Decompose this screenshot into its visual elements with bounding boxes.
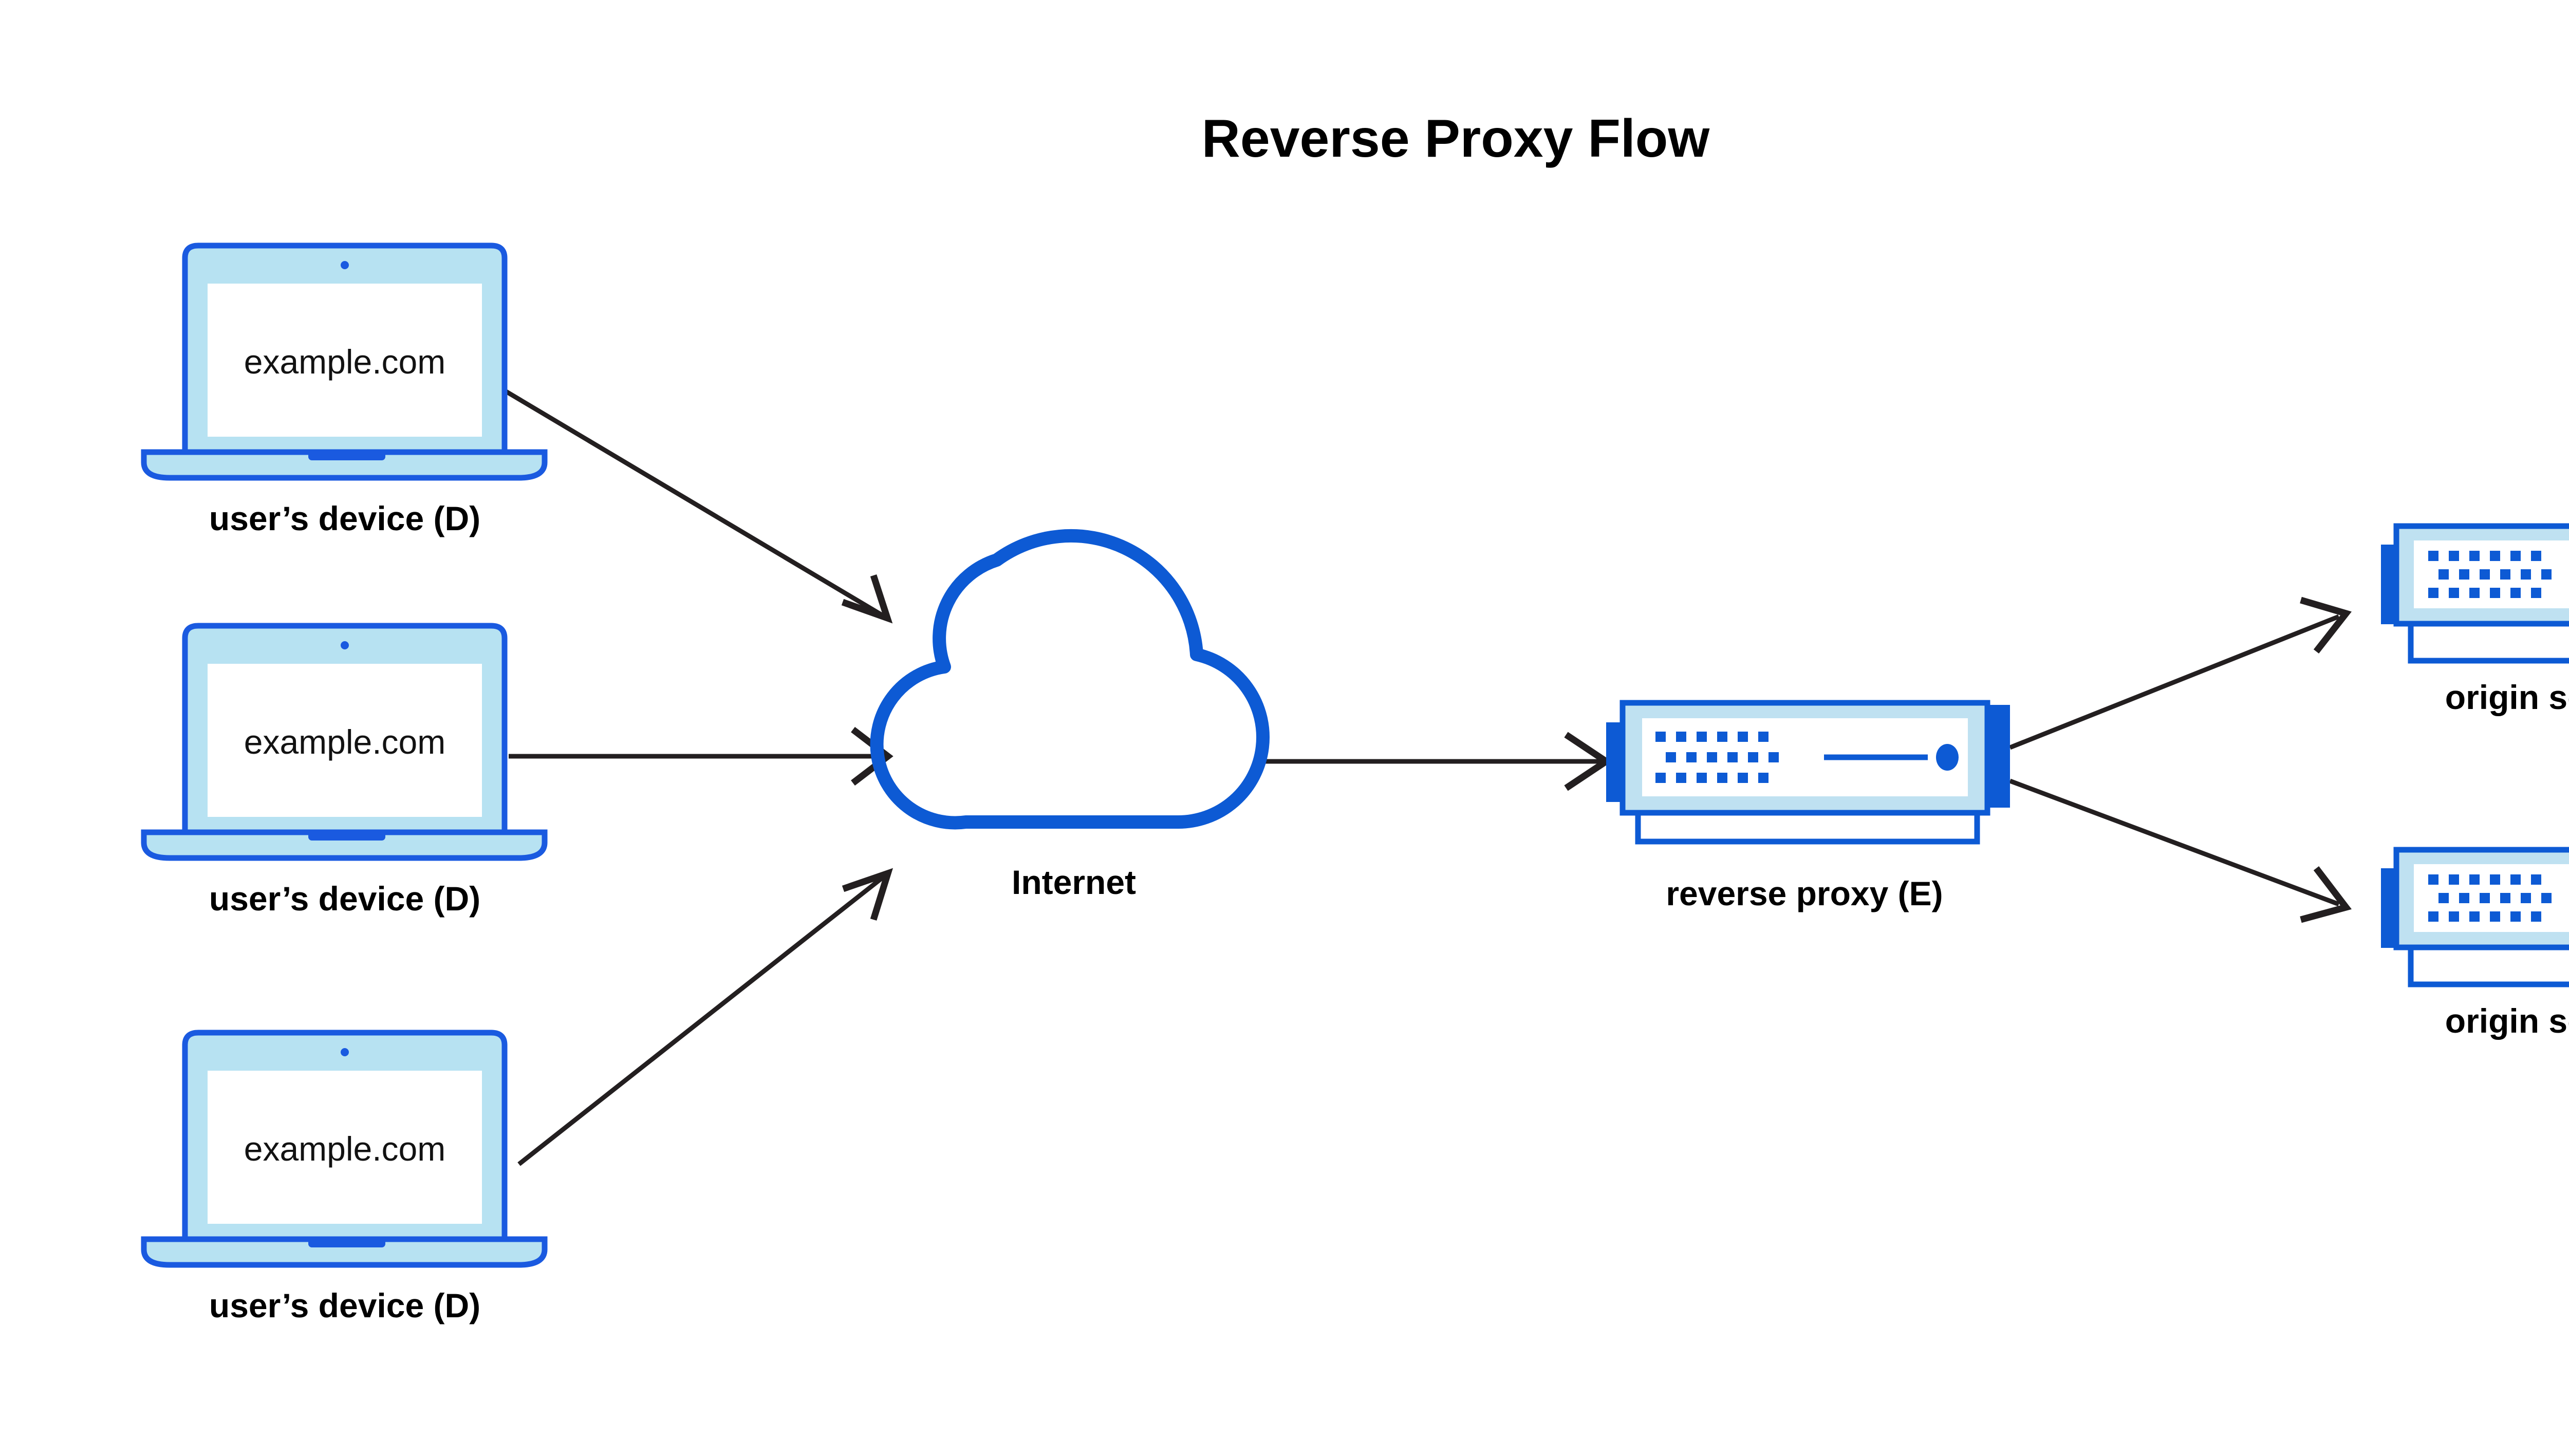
node-client-bottom[interactable]: example.com user’s device (D) (141, 1030, 548, 1324)
node-origin-top[interactable]: origin server (F) (2381, 523, 2569, 716)
origin-top-label: origin server (F) (2445, 678, 2569, 716)
node-client-top[interactable]: example.com user’s device (D) (141, 242, 548, 537)
node-client-middle[interactable]: example.com user’s device (D) (141, 623, 548, 918)
page-title: Reverse Proxy Flow (1202, 109, 1710, 169)
internet-label: Internet (1012, 863, 1136, 901)
edge-client-bottom-to-internet (517, 868, 893, 1166)
server-dot-grid (2428, 874, 2552, 922)
edge-client-top-to-internet (505, 389, 893, 624)
client-top-label: user’s device (D) (209, 499, 480, 537)
edge-reverse-proxy-to-origin-bottom (2009, 778, 2352, 923)
client-middle-label: user’s device (D) (209, 880, 480, 918)
edge-client-middle-to-internet (509, 726, 893, 786)
cloud-icon (870, 529, 1270, 830)
node-origin-bottom[interactable]: origin server (F) (2381, 847, 2569, 1040)
server-icon (2381, 523, 2569, 664)
laptop-icon (141, 623, 548, 861)
client-bottom-label: user’s device (D) (209, 1286, 480, 1324)
client-bottom-screen-text: example.com (244, 1130, 446, 1168)
node-reverse-proxy[interactable]: reverse proxy (E) (1606, 700, 2010, 912)
node-internet[interactable]: Internet (870, 529, 1270, 901)
edge-internet-to-reverse-proxy (1254, 732, 1612, 791)
client-top-screen-text: example.com (244, 343, 446, 381)
client-middle-screen-text: example.com (244, 723, 446, 761)
laptop-icon (141, 1030, 548, 1268)
server-dot-grid (1655, 732, 1779, 783)
server-icon (2381, 847, 2569, 987)
server-dot-grid (2428, 551, 2552, 598)
reverse-proxy-label: reverse proxy (E) (1666, 874, 1943, 912)
laptop-icon (141, 242, 548, 481)
origin-bottom-label: origin server (F) (2445, 1002, 2569, 1040)
server-icon (1606, 700, 2010, 845)
edge-reverse-proxy-to-origin-top (2009, 596, 2352, 750)
